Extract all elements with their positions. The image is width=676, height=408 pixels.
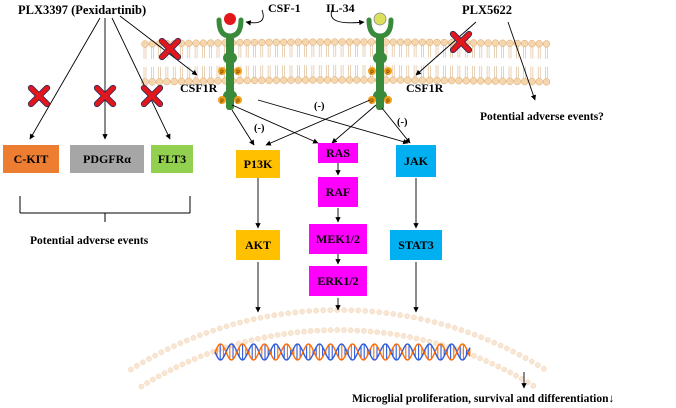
arrow-right-receptor-to-pi3k xyxy=(265,99,371,146)
phospho-label: p xyxy=(370,98,374,104)
csf1r-left-label: CSF1R xyxy=(180,81,218,95)
arrow-il34-binding xyxy=(330,9,365,26)
jak-pathway-jak-box-label: JAK xyxy=(404,154,429,168)
phospho-site xyxy=(218,96,226,104)
il34-ligand xyxy=(373,12,387,26)
csf1r-right-label: CSF1R xyxy=(406,81,444,95)
potential-adverse-events-label: Potential adverse events xyxy=(30,235,149,247)
inhibition-marks xyxy=(27,30,473,108)
plx5622-label: PLX5622 xyxy=(462,3,512,17)
inhibition-x-icon xyxy=(449,30,473,54)
plx3397-label: PLX3397 (Pexidartinib) xyxy=(18,3,146,17)
jak-pathway-stat3-box: STAT3 xyxy=(390,230,442,260)
off-target-flt3-box-label: FLT3 xyxy=(158,152,186,166)
phospho-site xyxy=(234,67,242,75)
pi3k-pathway-akt-box-label: AKT xyxy=(245,238,271,252)
ras-pathway-ras-box-label: RAS xyxy=(326,146,350,160)
phospho-label: p xyxy=(220,98,224,104)
ras-pathway-raf-box: RAF xyxy=(318,177,358,207)
phospho-label: p xyxy=(370,69,374,75)
off-target-c-kit-box: C-KIT xyxy=(3,145,59,173)
phospho-label: p xyxy=(236,69,240,75)
arrow-plx5622-to-adverse xyxy=(507,21,536,101)
arrows xyxy=(29,9,536,389)
inhibition-x-icon xyxy=(27,84,51,108)
negative-regulation-label-2: (-) xyxy=(314,101,325,112)
arrow-plx3397-to-flt3 xyxy=(111,17,171,140)
csf1r-receptor-right: p p p p xyxy=(366,17,394,110)
pi3k-pathway-p13k-box-label: P13K xyxy=(244,157,273,171)
arrow-csf1-binding xyxy=(245,9,264,26)
arrow-left-receptor-to-jak xyxy=(257,99,409,145)
negative-regulation-label-1: (-) xyxy=(254,123,265,134)
off-target-c-kit-box-label: C-KIT xyxy=(14,152,49,166)
pi3k-pathway-akt-box: AKT xyxy=(236,230,280,260)
outcome-label: Microglial proliferation, survival and d… xyxy=(352,393,614,405)
ras-pathway-mek12-box: MEK1/2 xyxy=(309,224,367,254)
arrow-left-receptor-to-ras xyxy=(231,104,319,144)
csf1-label: CSF-1 xyxy=(268,1,301,15)
arrow-plx5622-to-csf1r xyxy=(415,21,477,76)
potential-adverse-events-question: Potential adverse events? xyxy=(480,111,604,123)
il34-label: IL-34 xyxy=(326,1,355,15)
phospho-label: p xyxy=(236,98,240,104)
csf1-ligand xyxy=(224,13,236,25)
phospho-site xyxy=(384,67,392,75)
inhibition-x-icon xyxy=(140,84,164,108)
nuclear-membrane xyxy=(128,307,547,390)
arrow-plx3397-to-ckit xyxy=(29,17,101,140)
phospho-site xyxy=(384,96,392,104)
arrow-right-receptor-to-jak xyxy=(381,107,411,144)
off-target-pdgfr-box-label: PDGFRα xyxy=(83,152,131,166)
ras-pathway-erk12-box-label: ERK1/2 xyxy=(317,274,358,288)
arrow-right-receptor-to-ras xyxy=(331,104,377,144)
ras-pathway-raf-box-label: RAF xyxy=(326,185,351,199)
csf1r-receptor-left: p p p p xyxy=(216,17,244,110)
phospho-site xyxy=(368,67,376,75)
jak-pathway-stat3-box-label: STAT3 xyxy=(398,238,434,252)
adverse-events-bracket xyxy=(19,196,191,222)
ras-pathway-ras-box: RAS xyxy=(318,143,358,163)
inhibition-x-icon xyxy=(158,37,182,61)
off-target-boxes: C-KIT PDGFRα FLT3 xyxy=(3,145,193,173)
pi3k-pathway-p13k-box: P13K xyxy=(236,150,280,178)
ras-pathway-erk12-box: ERK1/2 xyxy=(309,266,367,296)
phospho-site xyxy=(234,96,242,104)
ras-pathway-mek12-box-label: MEK1/2 xyxy=(316,232,360,246)
phospho-label: p xyxy=(386,98,390,104)
phospho-label: p xyxy=(220,69,224,75)
phospho-site xyxy=(368,96,376,104)
cell-membrane xyxy=(141,38,551,86)
negative-regulation-label-3: (-) xyxy=(397,117,408,128)
arrow-plx3397-to-csf1r xyxy=(119,15,198,76)
inhibition-x-icon xyxy=(93,84,117,108)
jak-pathway-jak-box: JAK xyxy=(396,145,436,177)
phospho-label: p xyxy=(386,69,390,75)
arrow-left-receptor-to-pi3k xyxy=(231,109,255,146)
off-target-flt3-box: FLT3 xyxy=(151,145,193,173)
off-target-pdgfr-box: PDGFRα xyxy=(70,145,144,173)
dna-helix xyxy=(214,343,471,361)
phospho-site xyxy=(218,67,226,75)
